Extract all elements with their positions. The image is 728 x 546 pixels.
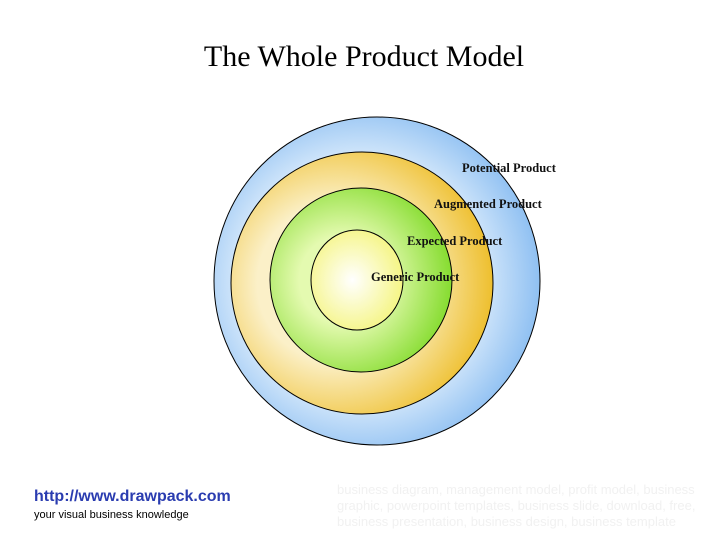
- drawpack-link[interactable]: http://www.drawpack.com: [34, 488, 231, 505]
- label-expected-product: Expected Product: [407, 234, 503, 248]
- tagline: your visual business knowledge: [34, 509, 189, 521]
- label-augmented-product: Augmented Product: [434, 197, 542, 211]
- keywords-watermark: business diagram, management model, prof…: [337, 482, 696, 529]
- label-potential-product: Potential Product: [462, 161, 556, 175]
- label-generic-product: Generic Product: [371, 270, 460, 284]
- page-title: The Whole Product Model: [203, 40, 525, 73]
- ring-generic-product: [310, 229, 404, 331]
